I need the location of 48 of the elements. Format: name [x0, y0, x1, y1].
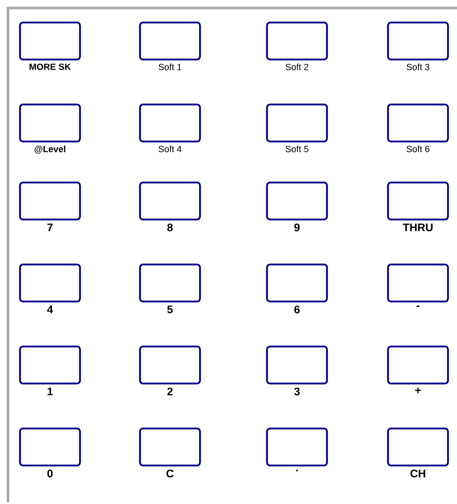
key-button: 5 [139, 264, 201, 314]
node-label: Soft 3 [406, 64, 430, 70]
node-label: Soft 2 [286, 64, 308, 70]
node-label: 8 [167, 224, 173, 232]
key-button: THRU [387, 182, 449, 232]
key-button: 7 [19, 182, 81, 232]
node-label: MORE SK [30, 64, 71, 70]
key-button: 0 [19, 428, 81, 478]
node-label: + [415, 388, 421, 394]
node-label: C [166, 470, 174, 478]
key-button: 2 [139, 346, 201, 396]
node-label: @Level [34, 146, 66, 154]
node-label: 1 [48, 388, 53, 396]
key-button: MORE SK [19, 22, 81, 70]
key-button: Soft 5 [266, 104, 328, 152]
node-label: Soft 5 [286, 146, 308, 152]
key-button: 8 [139, 182, 201, 232]
node-label: THRU [402, 224, 433, 232]
node-label: Soft 6 [406, 146, 430, 152]
key-button: - [387, 264, 449, 307]
node-label: . [296, 470, 298, 472]
node-label: 4 [47, 306, 53, 314]
node-label: 0 [47, 470, 53, 478]
key-button: Soft 1 [139, 22, 201, 70]
node-label: CH [410, 470, 426, 478]
key-button: 3 [266, 346, 328, 396]
key-button: Soft 6 [387, 104, 449, 152]
key-button: . [266, 428, 328, 472]
key-button: CH [387, 428, 449, 478]
key-button: Soft 2 [266, 22, 328, 70]
node-label: Soft 1 [158, 64, 182, 70]
key-button: 9 [266, 182, 328, 232]
node-label: 9 [294, 224, 300, 232]
node-label: 7 [47, 224, 53, 232]
key-button: Soft 3 [387, 22, 449, 70]
key-button: Soft 4 [139, 104, 201, 152]
node-label: Soft 4 [158, 146, 182, 152]
key-button: 1 [19, 346, 81, 396]
node-label: - [416, 306, 420, 307]
key-button: 4 [19, 264, 81, 314]
key-button: C [139, 428, 201, 478]
node-label: 5 [167, 306, 173, 314]
node-label: 6 [294, 306, 300, 314]
node-label: 2 [167, 388, 173, 396]
node-label: 3 [294, 388, 300, 396]
key-button: + [387, 346, 449, 394]
key-button: 6 [266, 264, 328, 314]
key-button: @Level [19, 104, 81, 154]
